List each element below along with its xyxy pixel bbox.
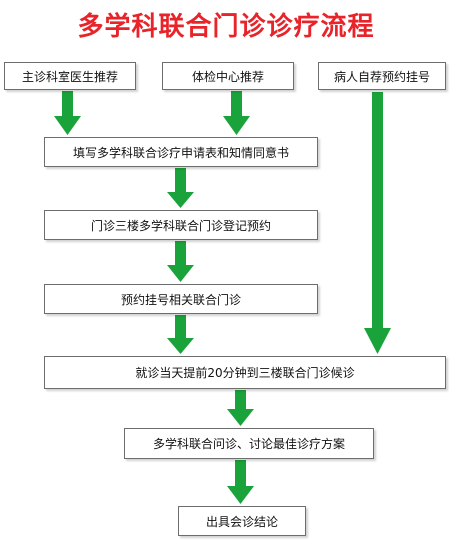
step-arrive-label: 就诊当天提前20分钟到三楼联合门诊候诊 xyxy=(135,366,355,380)
diagram-title: 多学科联合门诊诊疗流程 xyxy=(77,12,375,42)
step-arrive-box: 就诊当天提前20分钟到三楼联合门诊候诊 xyxy=(44,356,446,389)
step-consult-box: 多学科联合问诊、讨论最佳诊疗方案 xyxy=(124,428,374,459)
arrow-self-to-arrive xyxy=(364,92,391,354)
step-consult-label: 多学科联合问诊、讨论最佳诊疗方案 xyxy=(152,437,345,451)
step-self-booking-box: 病人自荐预约挂号 xyxy=(318,62,446,90)
step-health-center-box: 体检中心推荐 xyxy=(162,62,294,90)
step-conclusion-box: 出具会诊结论 xyxy=(178,506,306,536)
arrow-book-to-arrive xyxy=(167,315,194,354)
arrow-arrive-to-consult xyxy=(227,390,254,426)
step-primary-doctor-box: 主诊科室医生推荐 xyxy=(4,62,136,90)
step-health-center-label: 体检中心推荐 xyxy=(191,69,264,84)
step-fill-form-box: 填写多学科联合诊疗申请表和知情同意书 xyxy=(44,137,318,167)
arrow-center-to-form xyxy=(223,91,250,135)
step-register-box: 门诊三楼多学科联合门诊登记预约 xyxy=(44,210,318,240)
step-register-label: 门诊三楼多学科联合门诊登记预约 xyxy=(90,218,271,233)
step-book-box: 预约挂号相关联合门诊 xyxy=(44,284,318,314)
step-fill-form-label: 填写多学科联合诊疗申请表和知情同意书 xyxy=(72,145,289,160)
step-self-booking-label: 病人自荐预约挂号 xyxy=(333,69,430,84)
step-conclusion-label: 出具会诊结论 xyxy=(205,514,278,529)
step-book-label: 预约挂号相关联合门诊 xyxy=(120,292,241,307)
arrow-form-to-register xyxy=(167,168,194,208)
step-primary-doctor-label: 主诊科室医生推荐 xyxy=(21,69,118,84)
arrow-register-to-book xyxy=(167,241,194,282)
arrow-primary-to-form xyxy=(54,91,81,135)
arrow-consult-to-conclusion xyxy=(227,460,254,504)
